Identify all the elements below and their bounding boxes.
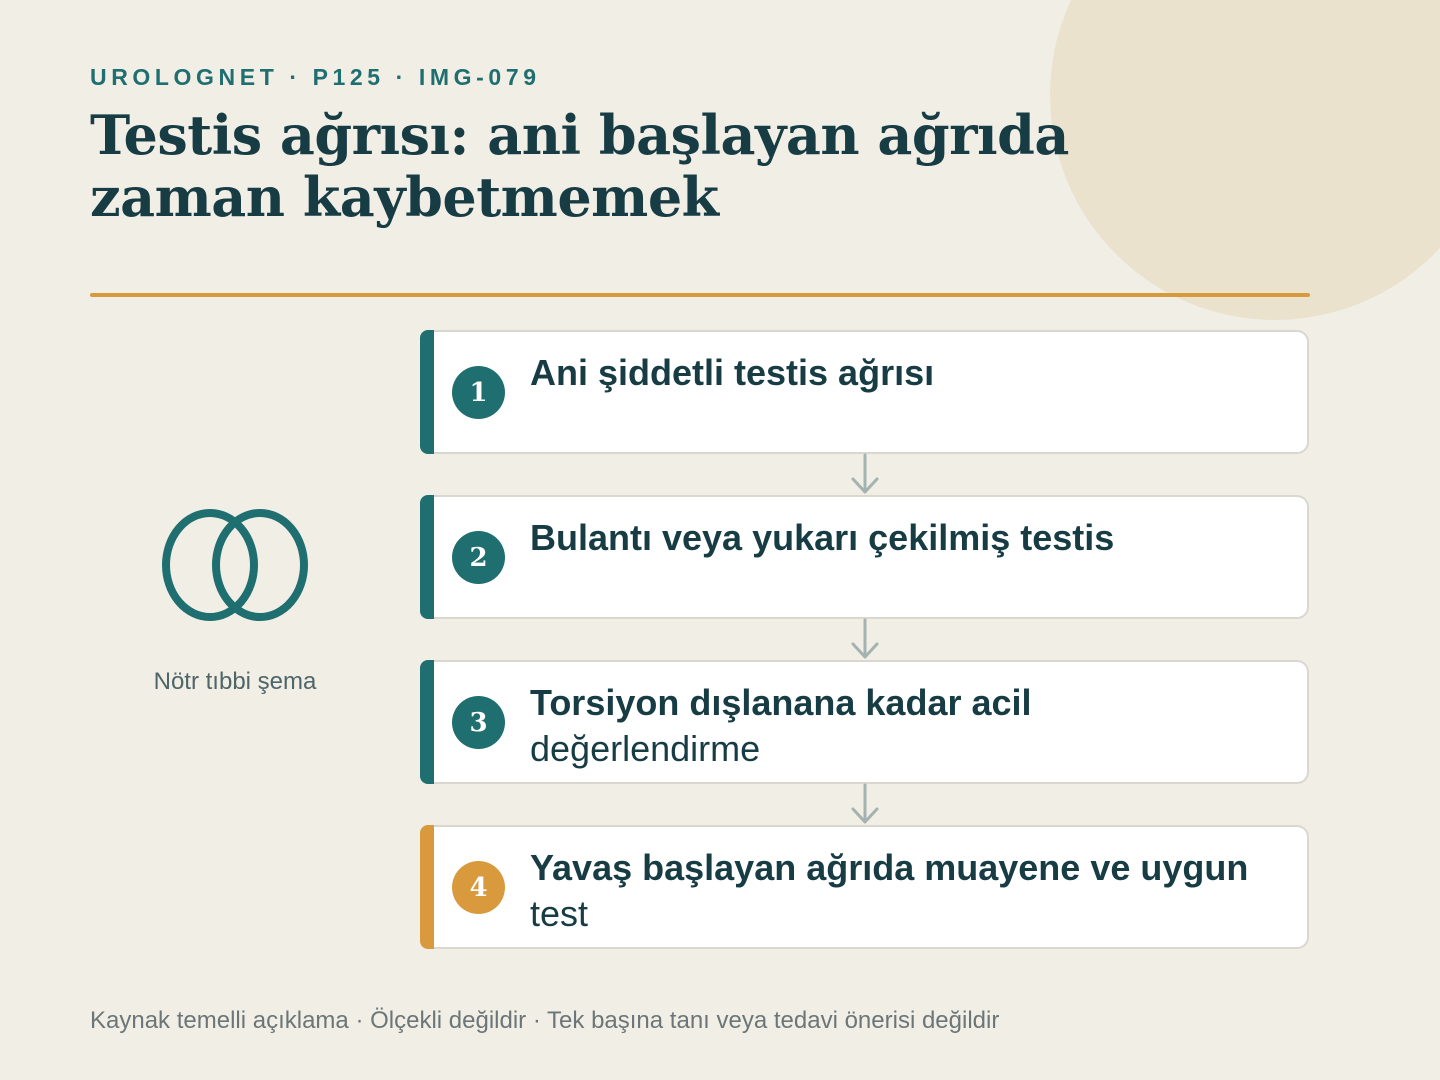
step-text-bold: Ani şiddetli testis ağrısı	[530, 352, 935, 393]
step-text-bold: Yavaş başlayan ağrıda muayene ve uygun	[530, 847, 1249, 888]
step-card-1: 1 Ani şiddetli testis ağrısı	[420, 330, 1309, 454]
step-text: Torsiyon dışlanana kadar acil değerlendi…	[530, 680, 1289, 772]
step-text: Yavaş başlayan ağrıda muayene ve uygun t…	[530, 845, 1289, 937]
step-number-badge: 2	[452, 531, 505, 584]
step-accent-bar	[420, 330, 434, 454]
step-card-3: 3 Torsiyon dışlanana kadar acil değerlen…	[420, 660, 1309, 784]
page-title: Testis ağrısı: ani başlayan ağrıda zaman…	[90, 103, 1069, 229]
step-number-badge: 4	[452, 861, 505, 914]
interlocking-rings-icon	[162, 509, 308, 621]
arrow-down-icon	[851, 453, 879, 494]
step-text: Bulantı veya yukarı çekilmiş testis	[530, 515, 1289, 561]
arrow-down-icon	[851, 783, 879, 824]
side-caption: Nötr tıbbi şema	[153, 668, 317, 695]
step-number-badge: 1	[452, 366, 505, 419]
step-text-rest: test	[530, 893, 589, 934]
divider	[90, 293, 1310, 297]
step-accent-bar	[420, 660, 434, 784]
footnote: Kaynak temelli açıklama · Ölçekli değild…	[90, 1007, 1000, 1034]
kicker-label: UROLOGNET · P125 · IMG-079	[90, 64, 541, 90]
arrow-down-icon	[851, 618, 879, 659]
step-text-bold: Bulantı veya yukarı çekilmiş testis	[530, 517, 1115, 558]
step-card-4: 4 Yavaş başlayan ağrıda muayene ve uygun…	[420, 825, 1309, 949]
step-number-badge: 3	[452, 696, 505, 749]
step-card-2: 2 Bulantı veya yukarı çekilmiş testis	[420, 495, 1309, 619]
step-text: Ani şiddetli testis ağrısı	[530, 350, 1289, 396]
step-accent-bar	[420, 495, 434, 619]
step-text-bold: Torsiyon dışlanana kadar acil	[530, 682, 1032, 723]
step-text-rest: değerlendirme	[530, 728, 761, 769]
step-accent-bar	[420, 825, 434, 949]
